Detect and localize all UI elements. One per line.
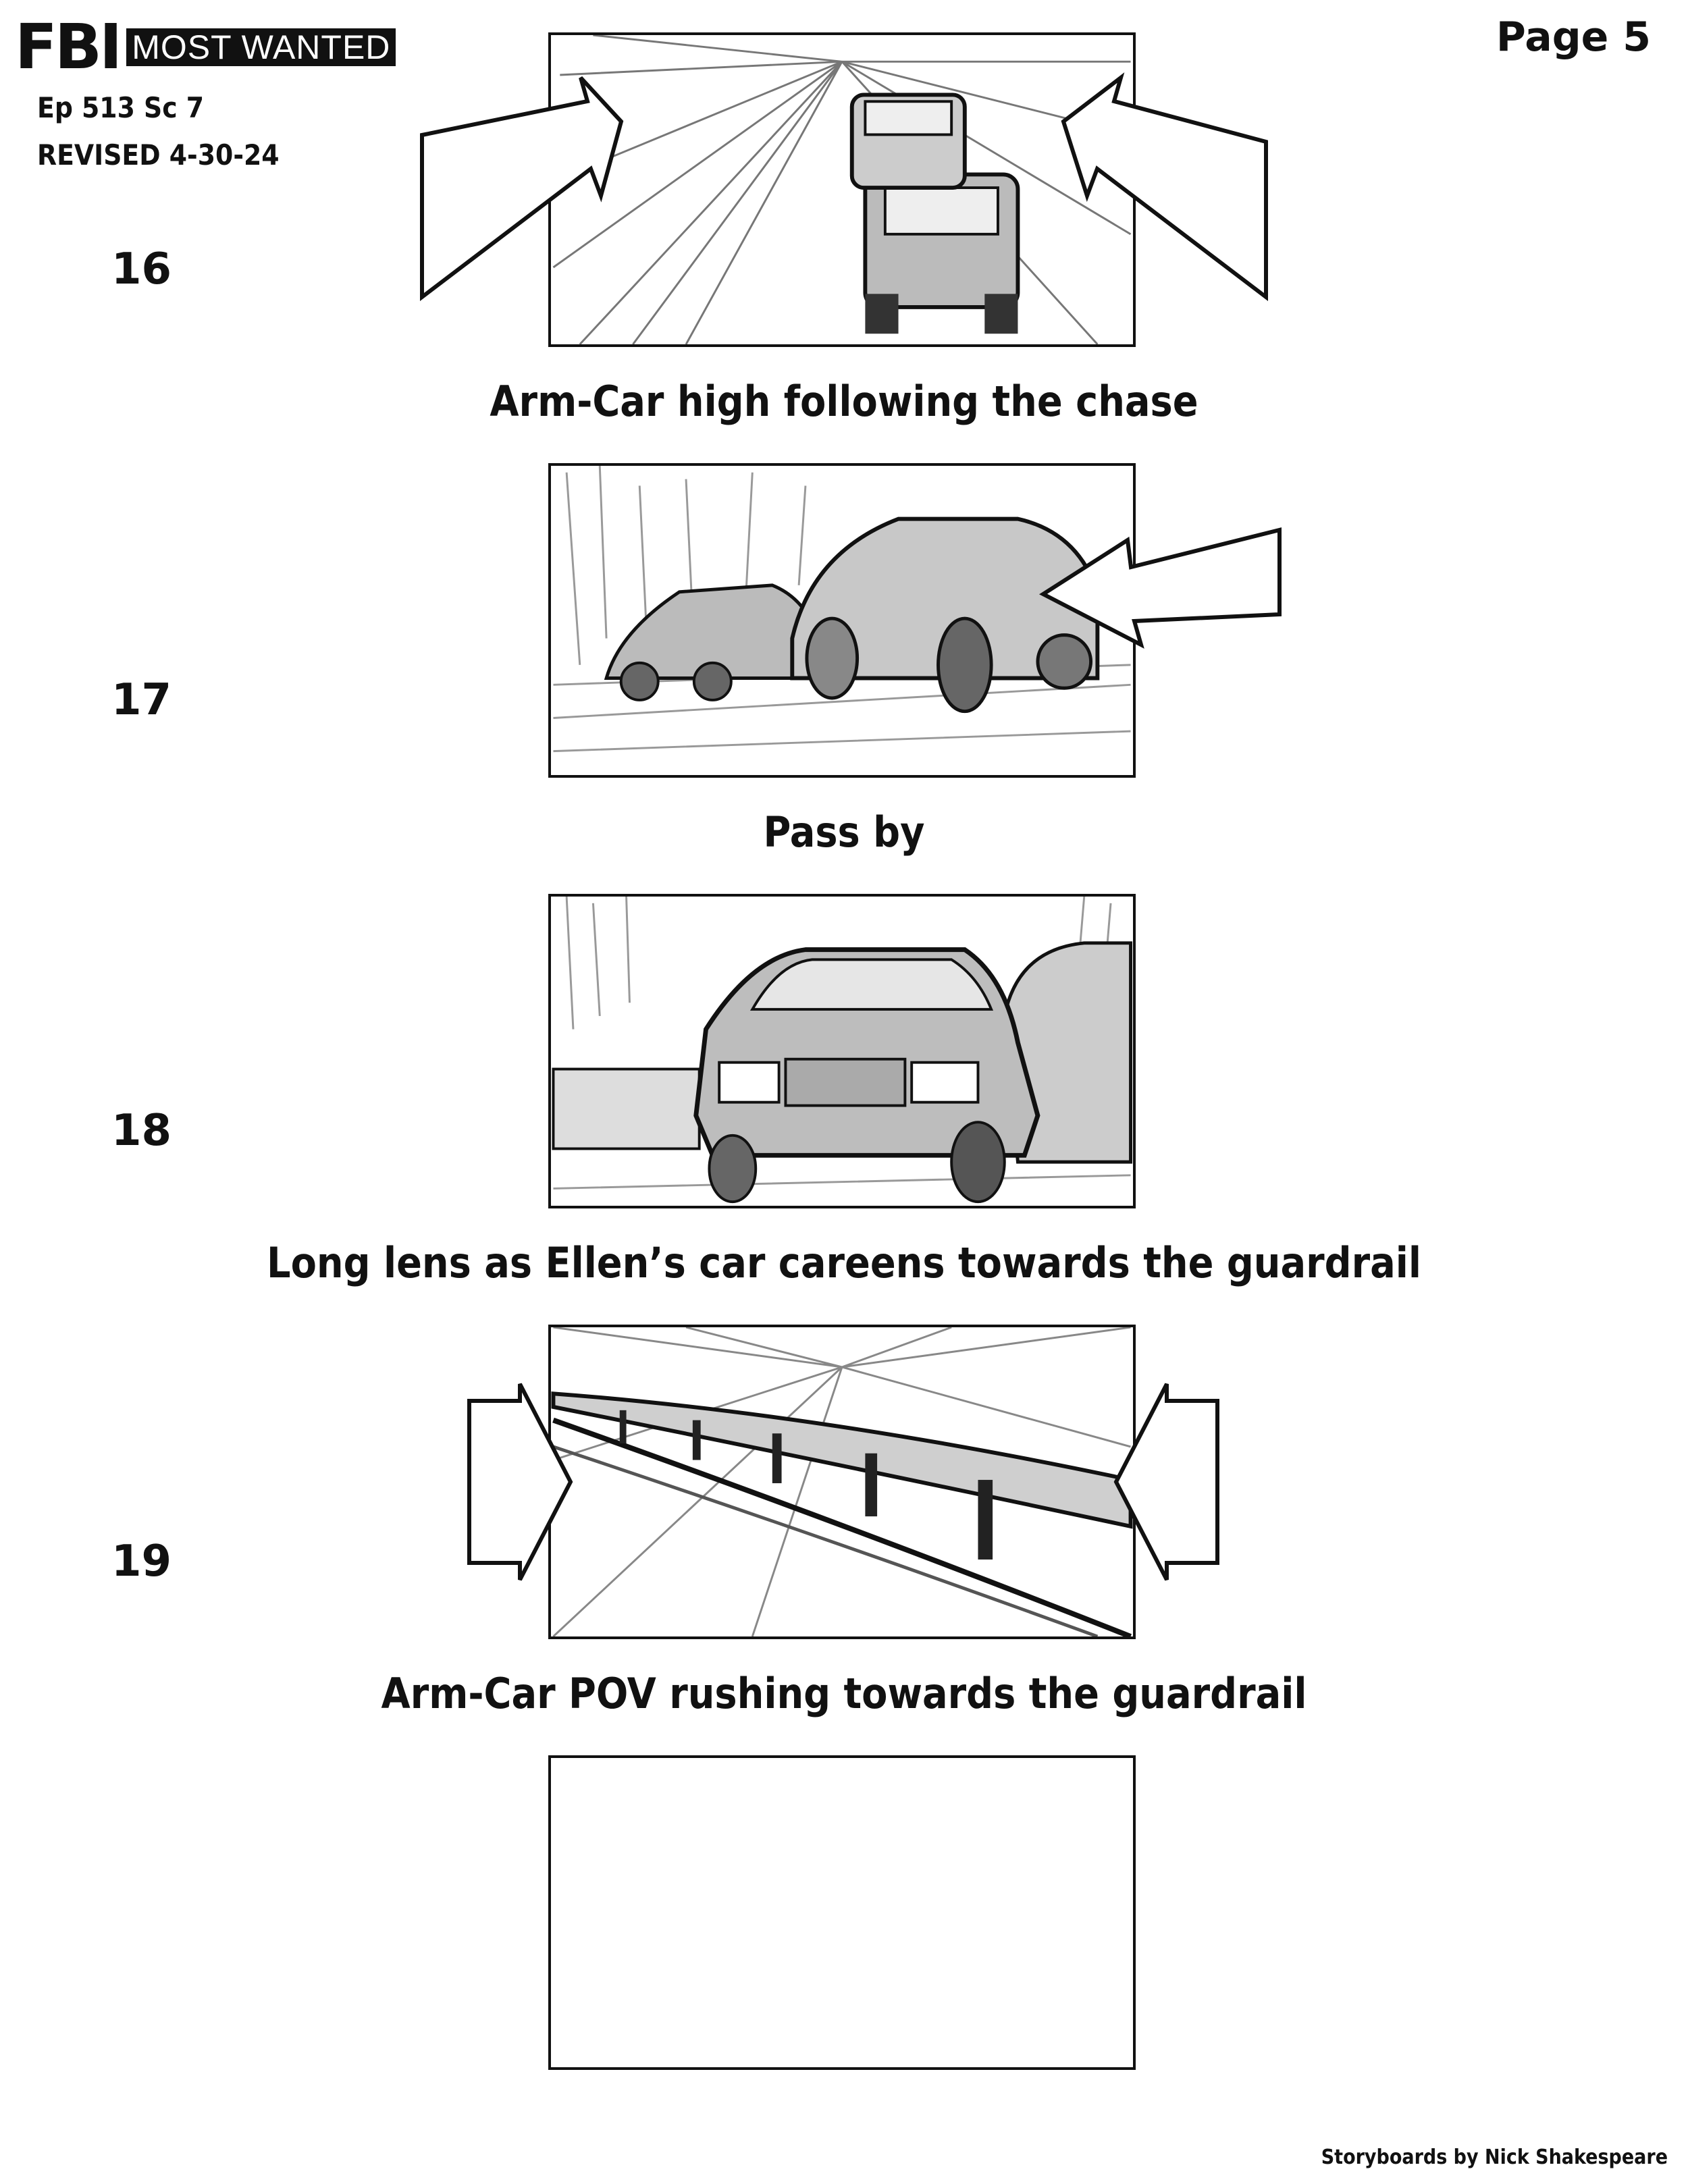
storyboard-credit: Storyboards by Nick Shakespeare xyxy=(1321,2146,1668,2169)
logo-fbi-text: FBI xyxy=(15,11,122,83)
panel-19-caption: Arm-Car POV rushing towards the guardrai… xyxy=(381,1669,1307,1718)
panel-18-frame xyxy=(548,894,1136,1208)
panel-19-number: 19 xyxy=(111,1537,172,1587)
episode-scene: Ep 513 Sc 7 xyxy=(37,91,205,124)
panel-16-caption: Arm-Car high following the chase xyxy=(490,377,1198,426)
panel-19-frame xyxy=(548,1325,1136,1639)
panel-empty-frame xyxy=(548,1755,1136,2070)
panel-16-frame xyxy=(548,32,1136,347)
panel-18-number: 18 xyxy=(111,1106,172,1156)
panel-16-left-arrow-icon xyxy=(420,76,624,302)
panel-17-sketch xyxy=(553,466,1131,753)
panel-17-number: 17 xyxy=(111,675,172,725)
panel-16-number: 16 xyxy=(111,244,172,294)
panel-19-sketch xyxy=(551,1327,1133,1636)
panel-16-sketch xyxy=(552,35,1132,344)
panel-17-arrow-icon xyxy=(1039,527,1282,649)
revision-date: REVISED 4-30-24 xyxy=(37,138,280,171)
page-number: Page 5 xyxy=(1496,14,1651,61)
panel-18-caption: Long lens as Ellen’s car careens towards… xyxy=(267,1238,1421,1287)
panel-17-caption: Pass by xyxy=(763,807,925,857)
show-logo: FBI MOST WANTED xyxy=(15,11,396,83)
panel-16-right-arrow-icon xyxy=(1061,72,1268,302)
panel-19-left-arrow-icon xyxy=(467,1383,573,1581)
panel-18-sketch xyxy=(552,897,1132,1204)
panel-17-frame xyxy=(548,463,1136,778)
logo-most-wanted-text: MOST WANTED xyxy=(126,28,396,66)
panel-19-right-arrow-icon xyxy=(1113,1383,1219,1581)
